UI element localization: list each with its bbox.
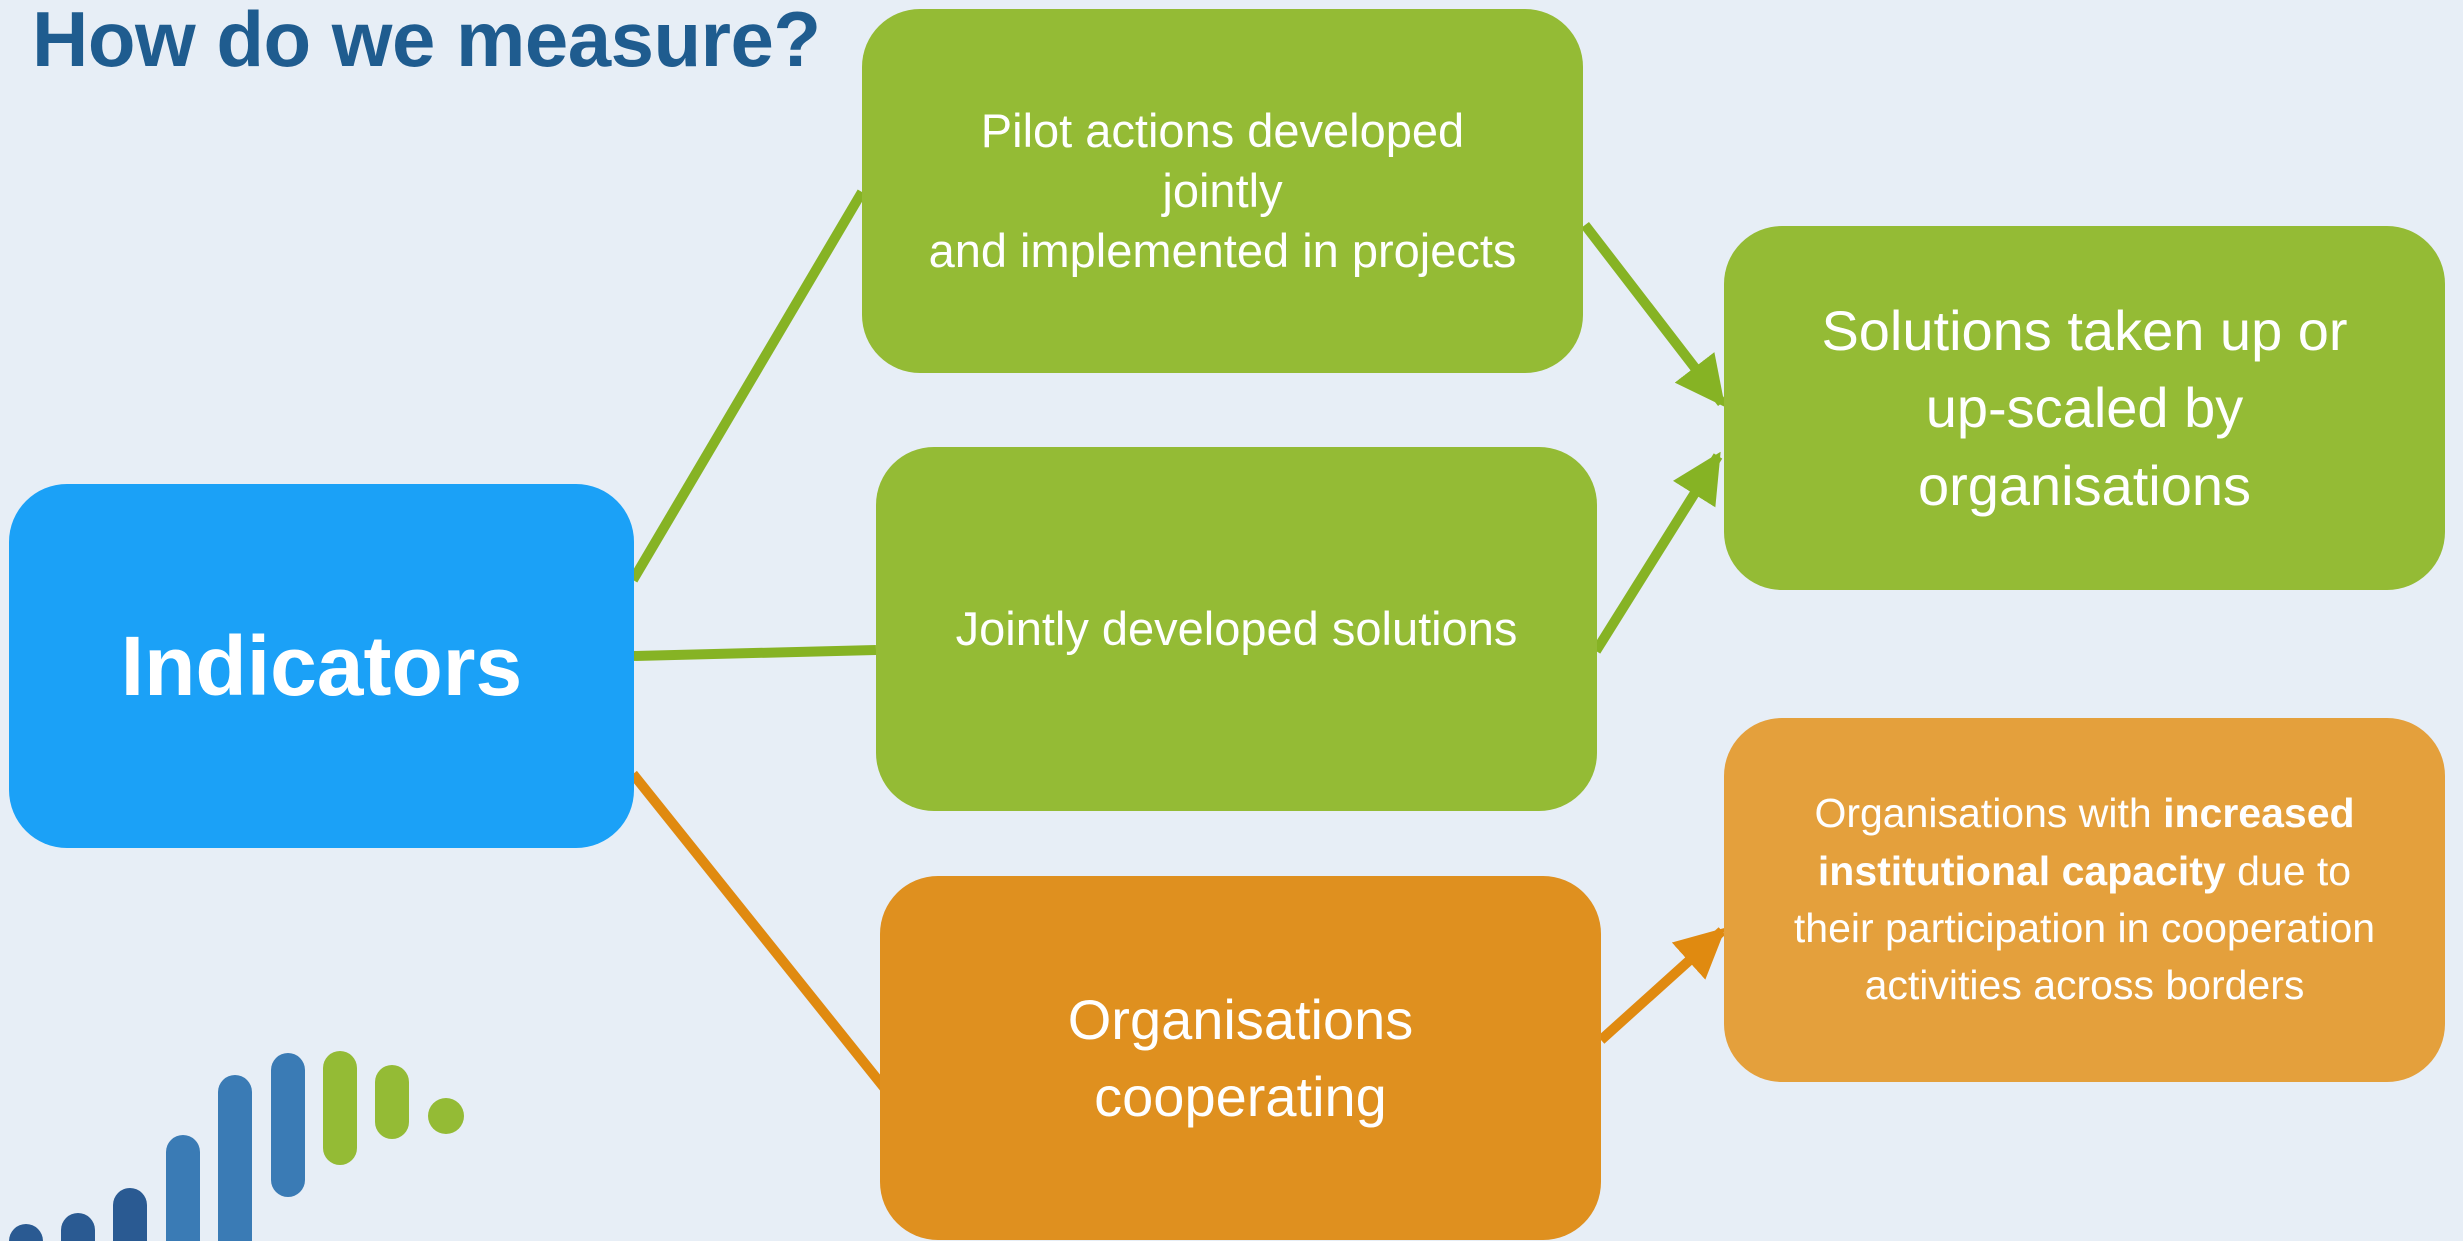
institutional-capacity-box: Organisations with increased institution… [1724, 718, 2445, 1082]
arrow-jointly-to-solutions [1591, 451, 1723, 654]
indicators-box: Indicators [9, 484, 634, 848]
indicators-label: Indicators [120, 618, 523, 713]
solutions-taken-up-label: Solutions taken up or up-scaled by organ… [1821, 299, 2348, 517]
connector-indicators-to-pilot [628, 189, 867, 583]
arrow-pilot-to-solutions [1581, 221, 1726, 407]
jointly-developed-label: Jointly developed solutions [955, 602, 1518, 656]
capacity-text-bold2: institutional capacity [1817, 847, 2226, 894]
connector-indicators-to-jointly [632, 645, 877, 661]
capacity-text-bold1: increased [2163, 790, 2355, 837]
capacity-text-part2: due to their participation in cooperatio… [1793, 847, 2376, 1009]
pilot-actions-label: Pilot actions developed jointly and impl… [928, 104, 1517, 277]
organisations-cooperating-box: Organisations cooperating [880, 876, 1601, 1240]
bar-chart-logo-icon [9, 1051, 464, 1241]
solutions-taken-up-box: Solutions taken up or up-scaled by organ… [1724, 226, 2445, 590]
arrow-cooperating-to-capacity [1597, 927, 1726, 1044]
capacity-text-part1: Organisations with [1814, 790, 2164, 837]
institutional-capacity-label: Organisations with increased institution… [1784, 785, 2385, 1015]
jointly-developed-box: Jointly developed solutions [876, 447, 1597, 811]
connector-indicators-to-cooperating [629, 770, 890, 1094]
page-title: How do we measure? [32, 0, 821, 83]
pilot-actions-box: Pilot actions developed jointly and impl… [862, 9, 1583, 373]
organisations-cooperating-label: Organisations cooperating [1067, 987, 1414, 1128]
